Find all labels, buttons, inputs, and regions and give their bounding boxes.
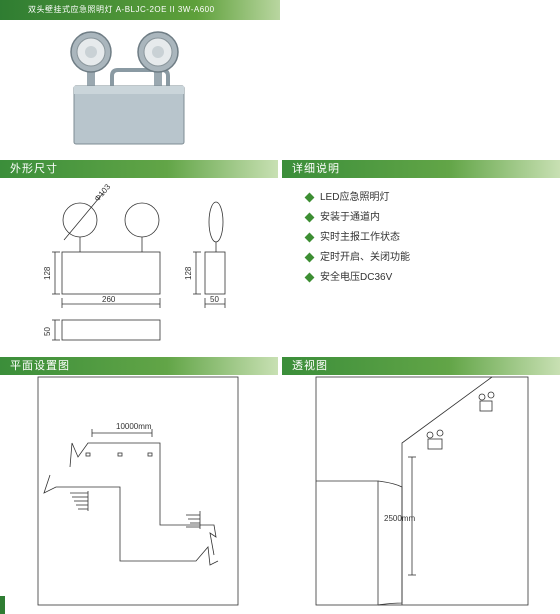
document-title: 双头壁挂式应急照明灯 A-BLJC-2OE II 3W-A600	[0, 0, 280, 20]
section-details-header: 详细说明	[282, 160, 560, 178]
product-image	[70, 31, 185, 145]
perspective-height-label: 2500mm	[384, 514, 415, 523]
list-item: 安装于通道内	[304, 208, 410, 228]
front-width-label: 260	[102, 295, 116, 304]
diamond-bullet-icon	[304, 212, 315, 223]
side-depth-label: 50	[210, 295, 219, 304]
list-item: 安全电压DC36V	[304, 268, 410, 288]
list-item: LED应急照明灯	[304, 188, 410, 208]
diamond-bullet-icon	[304, 272, 315, 283]
plan-distance-label: 10000mm	[116, 422, 152, 431]
dimension-drawing: Φ103 128 260 128 50 50	[43, 182, 226, 341]
page-corner-mark	[0, 596, 5, 614]
side-height-label: 128	[184, 266, 193, 280]
section-dimensions-header: 外形尺寸	[0, 160, 278, 178]
list-item: 定时开启、关闭功能	[304, 248, 410, 268]
diamond-bullet-icon	[304, 232, 315, 243]
diamond-bullet-icon	[304, 252, 315, 263]
front-height-label: 128	[43, 266, 52, 280]
section-plan-header: 平面设置图	[0, 357, 278, 375]
list-item: 实时主报工作状态	[304, 228, 410, 248]
diamond-bullet-icon	[304, 192, 315, 203]
plan-drawing: 10000mm	[37, 376, 239, 606]
details-list: LED应急照明灯 安装于通道内 实时主报工作状态 定时开启、关闭功能 安全电压D…	[304, 188, 410, 288]
bottom-depth-label: 50	[43, 327, 52, 336]
section-perspective-header: 透视图	[282, 357, 560, 375]
diameter-label: Φ103	[93, 182, 113, 203]
perspective-drawing: 2500mm	[315, 376, 529, 606]
